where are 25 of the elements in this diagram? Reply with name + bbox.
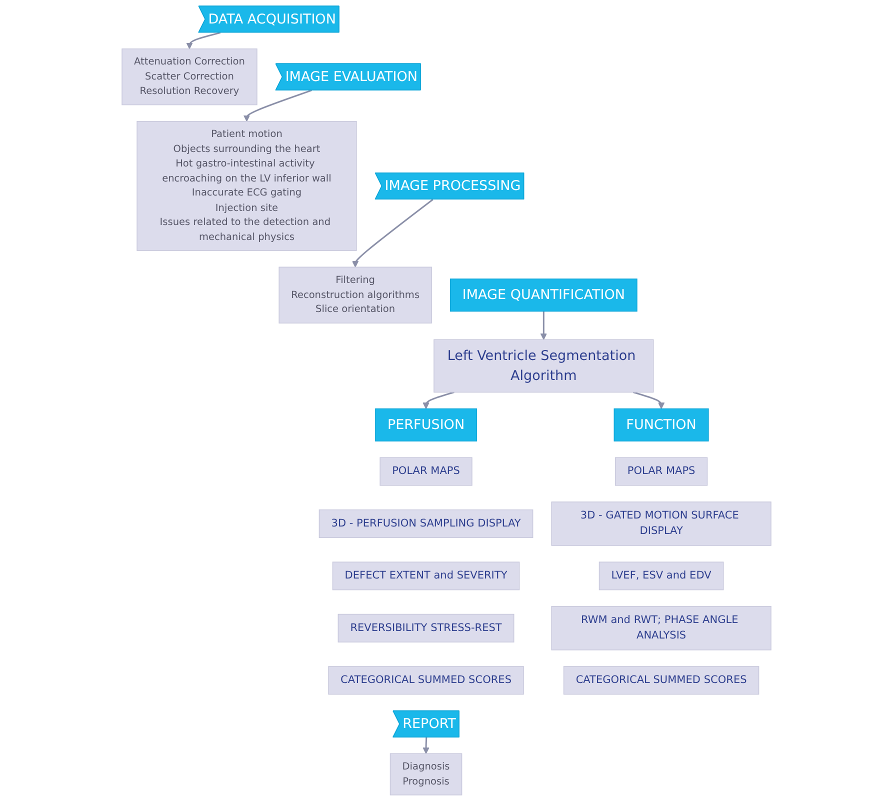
arrow bbox=[633, 392, 666, 410]
arrow bbox=[244, 90, 312, 122]
node-box: REVERSIBILITY STRESS-REST bbox=[338, 614, 515, 642]
arrow bbox=[423, 392, 455, 410]
node-box: 3D - PERFUSION SAMPLING DISPLAY bbox=[319, 509, 534, 538]
node-box: LVEF, ESV and EDV bbox=[599, 562, 724, 590]
node-box: Attenuation Correction Scatter Correction Resolution Recovery bbox=[122, 48, 258, 106]
node-box: FUNCTION bbox=[614, 408, 710, 442]
node-box: RWM and RWT; PHASE ANGLE ANALYSIS bbox=[552, 606, 772, 650]
node-box: POLAR MAPS bbox=[615, 457, 708, 486]
node-box: Diagnosis Prognosis bbox=[390, 753, 463, 796]
arrow bbox=[186, 32, 222, 50]
node-box: CATEGORICAL SUMMED SCORES bbox=[328, 666, 524, 695]
node-box: CATEGORICAL SUMMED SCORES bbox=[564, 666, 760, 695]
node-box: Left Ventricle Segmentation Algorithm bbox=[434, 339, 654, 393]
node-box: PERFUSION bbox=[376, 408, 478, 442]
node-box: 3D - GATED MOTION SURFACE DISPLAY bbox=[552, 502, 772, 546]
node-box: POLAR MAPS bbox=[380, 457, 473, 486]
arrow bbox=[540, 311, 548, 340]
node-box: Filtering Reconstruction algorithms Slice orientation bbox=[279, 266, 432, 324]
arrow bbox=[352, 198, 434, 268]
node-box: IMAGE QUANTIFICATION bbox=[450, 278, 638, 312]
node-box: Patient motion Objects surrounding the heart Hot gastro-intestinal activity encroaching on the LV inferior wall Inaccurate ECG gating Injection site Issues related to the detection and mechanical physics bbox=[137, 121, 358, 251]
node-box: DEFECT EXTENT and SEVERITY bbox=[332, 562, 520, 590]
arrow bbox=[423, 737, 430, 754]
